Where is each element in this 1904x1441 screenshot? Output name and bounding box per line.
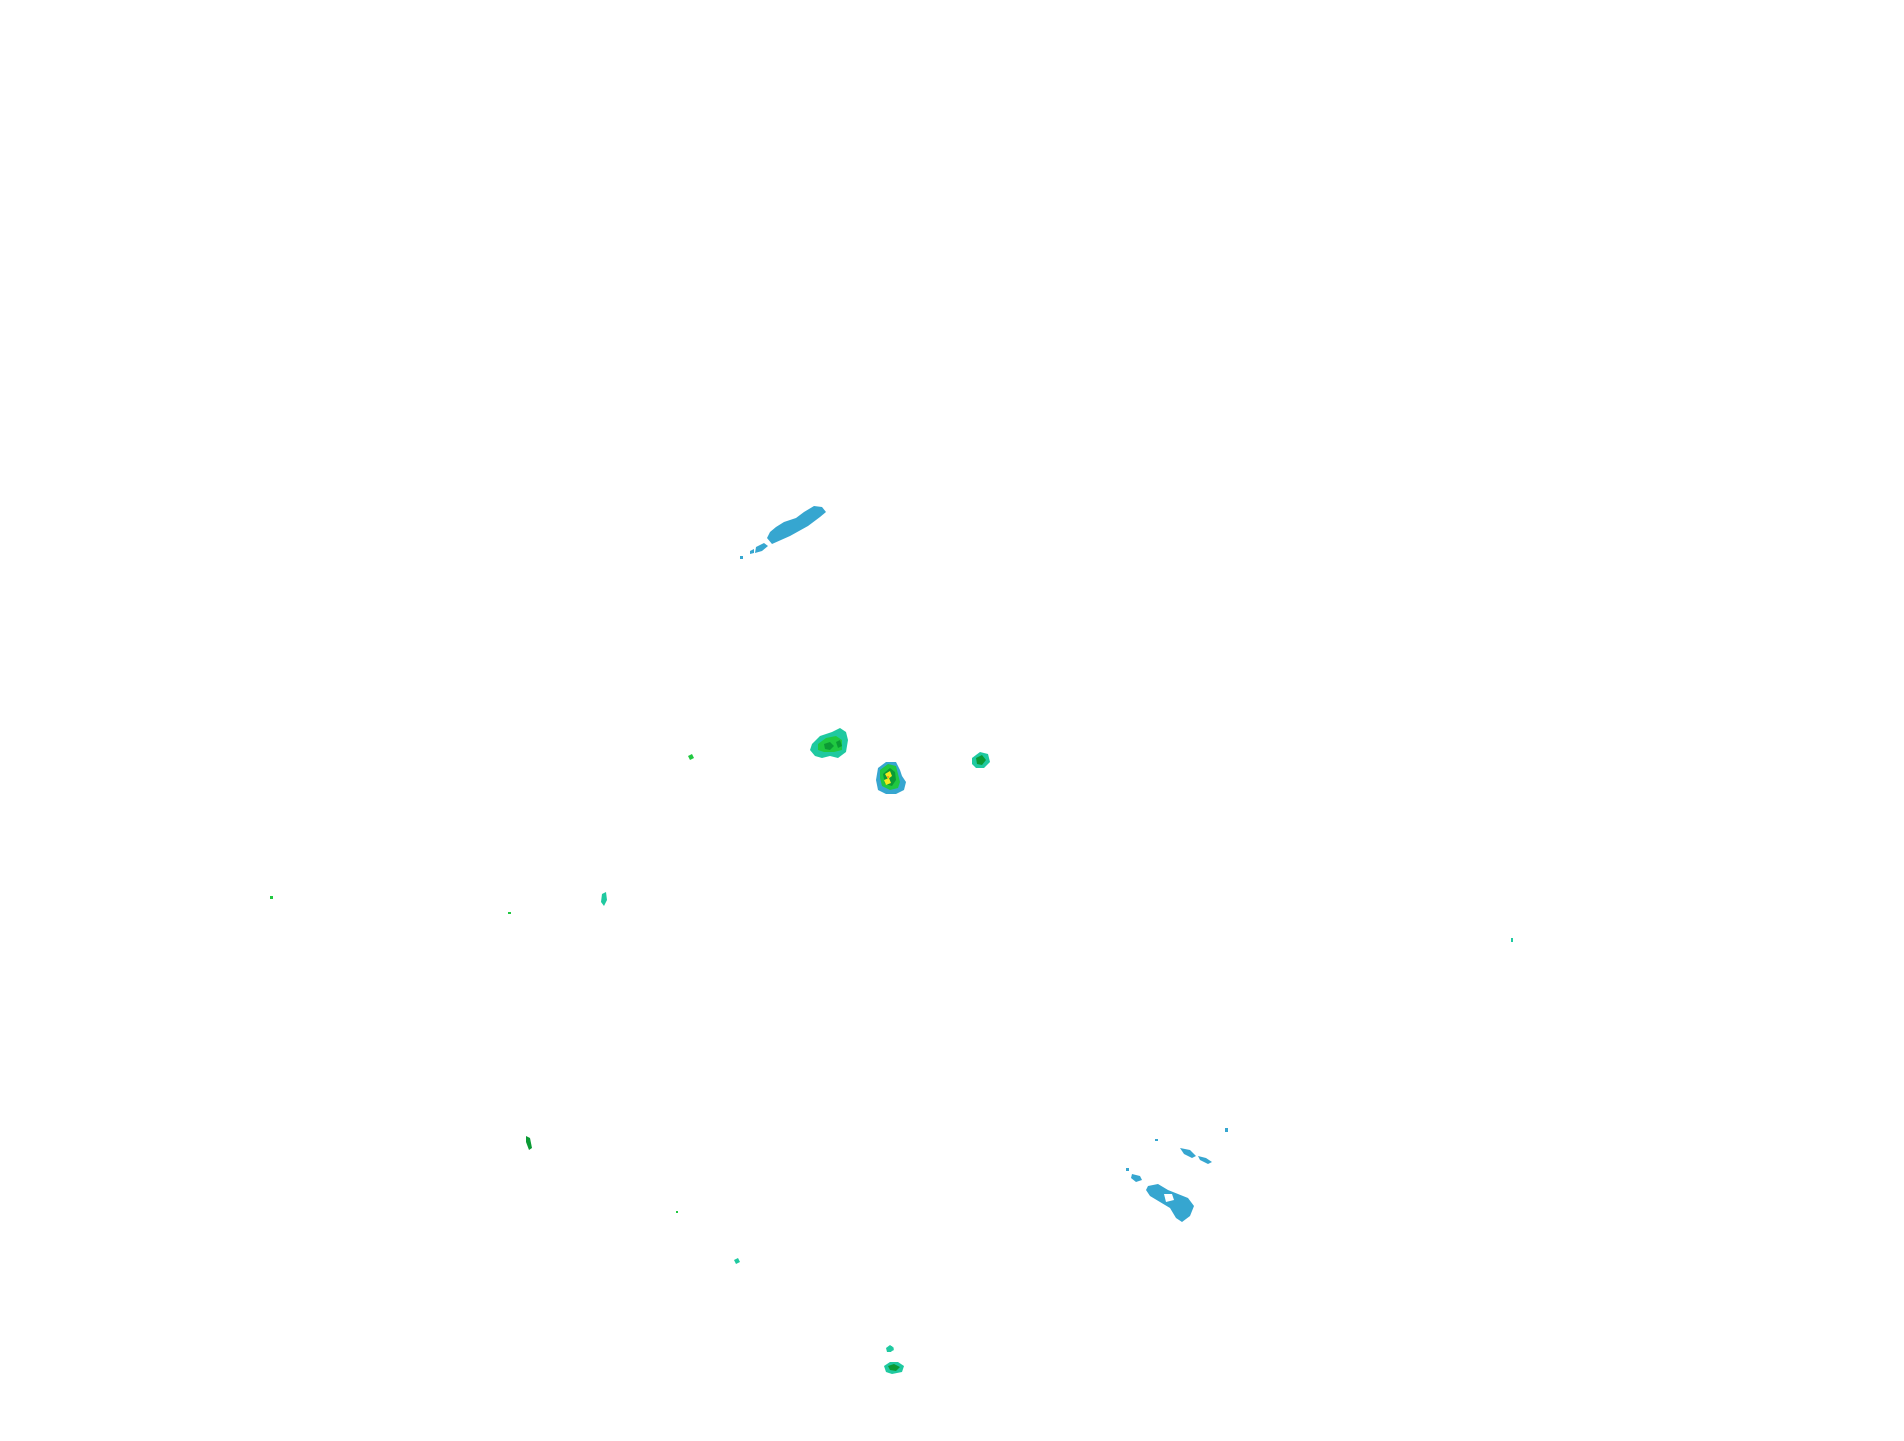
- echo-cell-center-west: [810, 728, 848, 758]
- echo-cell-south: [884, 1345, 904, 1374]
- echo-cell-center: [876, 762, 906, 794]
- echo-band-north: [740, 506, 826, 559]
- echo-band-southeast: [1126, 1128, 1228, 1222]
- echo-cell-center-east: [972, 752, 990, 768]
